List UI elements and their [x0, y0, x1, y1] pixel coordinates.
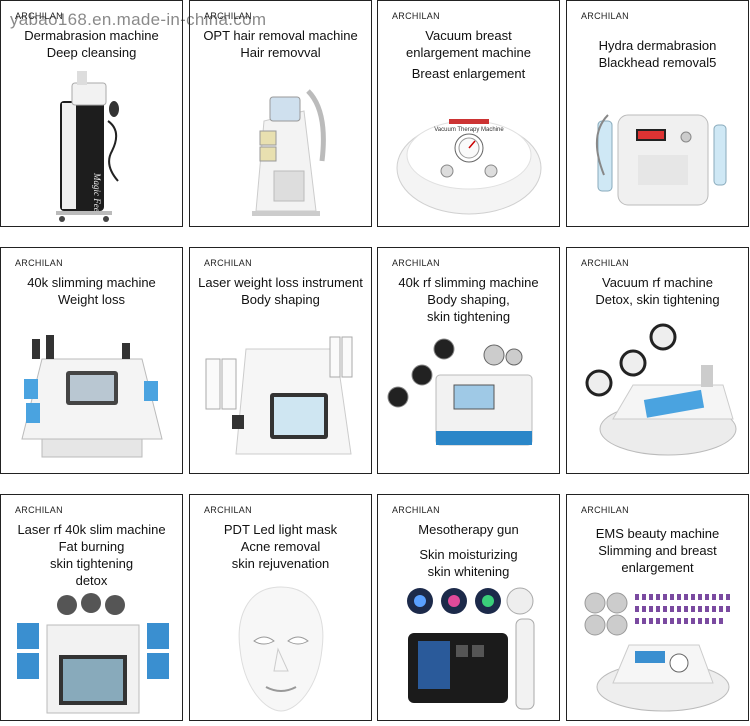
title-line: Dermabrasion machine — [24, 28, 159, 43]
brand-label: ARCHILAN — [15, 258, 63, 268]
brand-label: ARCHILAN — [392, 505, 440, 515]
product-image-dermabrasion: Magic Feel — [1, 61, 182, 226]
product-image-laser — [190, 314, 371, 473]
product-title: PDT Led light mask Acne removal skin rej… — [190, 521, 371, 572]
title-line: Body shaping, — [427, 292, 510, 307]
brand-label: ARCHILAN — [15, 11, 63, 21]
title-line: enlargement machine — [405, 45, 532, 60]
product-title: OPT hair removal machine Hair removval — [190, 27, 371, 61]
brand-label: ARCHILAN — [392, 11, 440, 21]
product-title: 40k slimming machine Weight loss — [1, 274, 182, 308]
brand-label: ARCHILAN — [204, 505, 252, 515]
title-line: skin rejuvenation — [231, 556, 330, 571]
product-title: Laser weight loss instrument Body shapin… — [190, 274, 371, 308]
title-line: Laser rf 40k slim machine — [17, 522, 166, 537]
brand-label: ARCHILAN — [204, 11, 252, 21]
product-card-40k-rf[interactable]: ARCHILAN 40k rf slimming machine Body sh… — [377, 247, 560, 474]
product-title: Mesotherapy gun Skin moisturizing skin w… — [378, 521, 559, 580]
title-line: 40k slimming machine — [27, 275, 156, 290]
title-line: Hydra dermabrasion — [598, 38, 717, 53]
title-line: skin tightening — [49, 556, 134, 571]
brand-label: ARCHILAN — [581, 11, 629, 21]
brand-label: ARCHILAN — [392, 258, 440, 268]
product-card-pdt-mask[interactable]: ARCHILAN PDT Led light mask Acne removal… — [189, 494, 372, 721]
title-line: enlargement — [621, 560, 694, 575]
product-card-opt-hair-removal[interactable]: ARCHILAN OPT hair removal machine Hair r… — [189, 0, 372, 227]
product-title: 40k rf slimming machine Body shaping, sk… — [378, 274, 559, 325]
title-line: Weight loss — [58, 292, 125, 307]
product-image-ems — [567, 581, 748, 720]
product-title: Vacuum breast enlargement machine Breast… — [378, 27, 559, 82]
title-line: Acne removal — [240, 539, 321, 554]
brand-label: ARCHILAN — [204, 258, 252, 268]
product-card-vacuum-rf[interactable]: ARCHILAN Vacuum rf machine Detox, skin t… — [566, 247, 749, 474]
brand-label: ARCHILAN — [581, 258, 629, 268]
title-line: Mesotherapy gun — [418, 522, 519, 537]
product-title: EMS beauty machine Slimming and breast e… — [567, 525, 748, 576]
title-line: Vacuum breast — [425, 28, 512, 43]
title-line: OPT hair removal machine — [203, 28, 358, 43]
product-title: Vacuum rf machine Detox, skin tightening — [567, 274, 748, 308]
title-line: skin tightening — [426, 309, 511, 324]
title-line: Breast enlargement — [411, 66, 526, 81]
title-line: Blackhead removal5 — [598, 55, 717, 70]
title-line: Hair removval — [240, 45, 321, 60]
product-card-vacuum-breast[interactable]: ARCHILAN Vacuum breast enlargement machi… — [377, 0, 560, 227]
product-card-mesotherapy-gun[interactable]: ARCHILAN Mesotherapy gun Skin moisturizi… — [377, 494, 560, 721]
product-card-laser-rf-40k[interactable]: ARCHILAN Laser rf 40k slim machine Fat b… — [0, 494, 183, 721]
product-image-opt — [190, 61, 371, 226]
product-image-vacuum-rf — [567, 314, 748, 473]
product-image-40k-rf — [378, 332, 559, 473]
title-line: Vacuum rf machine — [601, 275, 714, 290]
title-line: Detox, skin tightening — [595, 292, 720, 307]
title-line: 40k rf slimming machine — [398, 275, 539, 290]
product-card-laser-weight-loss[interactable]: ARCHILAN Laser weight loss instrument Bo… — [189, 247, 372, 474]
product-image-led-mask — [190, 577, 371, 720]
title-line: detox — [75, 573, 108, 588]
title-line: skin whitening — [427, 564, 510, 579]
svg-text:Magic Feel: Magic Feel — [92, 172, 102, 215]
title-line: Deep cleansing — [46, 45, 137, 60]
product-image-vacuum-breast: Vacuum Therapy Machine — [378, 89, 559, 226]
product-image-hydra — [567, 83, 748, 226]
brand-label: ARCHILAN — [15, 505, 63, 515]
title-line: Laser weight loss instrument — [198, 275, 363, 290]
title-line: Fat burning — [58, 539, 125, 554]
title-line: EMS beauty machine — [595, 526, 720, 541]
title-line: Slimming and breast — [598, 543, 717, 558]
title-line: PDT Led light mask — [223, 522, 338, 537]
title-line: Skin moisturizing — [419, 547, 518, 562]
product-image-40k — [1, 314, 182, 473]
product-title: Hydra dermabrasion Blackhead removal5 — [567, 37, 748, 71]
product-card-dermabrasion[interactable]: ARCHILAN Dermabrasion machine Deep clean… — [0, 0, 183, 227]
product-image-laser-rf — [1, 587, 182, 720]
product-card-hydra-dermabrasion[interactable]: ARCHILAN Hydra dermabrasion Blackhead re… — [566, 0, 749, 227]
product-card-ems[interactable]: ARCHILAN EMS beauty machine Slimming and… — [566, 494, 749, 721]
product-card-40k-slimming[interactable]: ARCHILAN 40k slimming machine Weight los… — [0, 247, 183, 474]
watermark: yabao168.en.made-in-china.com — [10, 10, 267, 29]
brand-label: ARCHILAN — [581, 505, 629, 515]
product-title: Laser rf 40k slim machine Fat burning sk… — [1, 521, 182, 589]
product-title: Dermabrasion machine Deep cleansing — [1, 27, 182, 61]
title-line: Body shaping — [241, 292, 320, 307]
svg-text:Vacuum Therapy Machine: Vacuum Therapy Machine — [434, 127, 504, 133]
product-image-meso — [378, 581, 559, 720]
